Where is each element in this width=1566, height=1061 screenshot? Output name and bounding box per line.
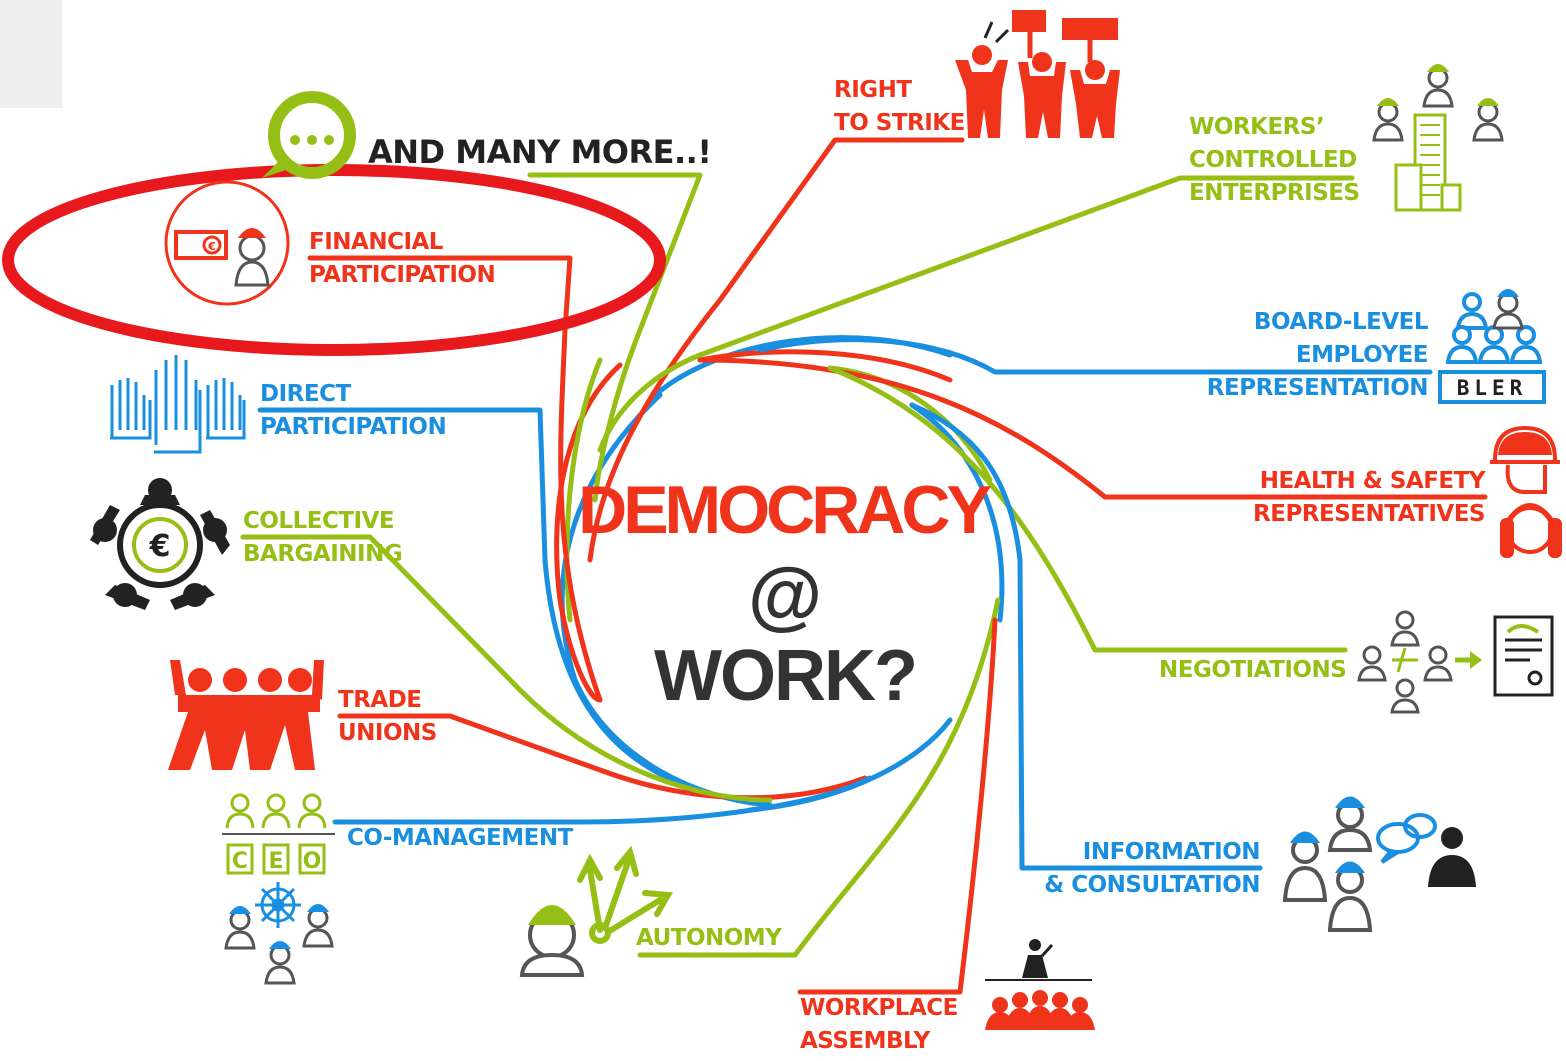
leader-negotiations	[827, 365, 1348, 653]
ceo-letter-o: O	[303, 849, 322, 874]
bler-icon	[1438, 289, 1546, 404]
ceo-board-icon	[222, 793, 335, 875]
leader-financial	[307, 255, 603, 703]
negotiation-icon	[1357, 610, 1482, 714]
money-worker-icon: €	[164, 180, 290, 306]
strikers-icon	[955, 10, 1120, 138]
leader-workplace	[797, 617, 998, 995]
raised-hands-icon	[110, 355, 246, 454]
center-title-work: WORK?	[654, 636, 918, 716]
center-title-at: @	[747, 553, 823, 638]
leader-health	[697, 357, 1488, 500]
ear-cup-right	[1548, 518, 1562, 558]
ceo-letter-c: C	[232, 849, 248, 874]
dots-bubble-icon	[262, 91, 356, 179]
corner-shade	[0, 0, 62, 108]
swirl-red-top	[697, 349, 953, 383]
assembly-icon	[985, 939, 1095, 1030]
leader-comanagement	[332, 775, 873, 825]
swirl-blue-right	[909, 402, 1005, 623]
bler-text: BLER	[1457, 376, 1528, 400]
label-many-more: AND MANY MORE..!	[368, 133, 712, 171]
leader-many-more	[527, 172, 703, 503]
enterprise-workers-icon	[1372, 64, 1504, 212]
businessman-icon	[1428, 827, 1476, 887]
helm-icon	[255, 882, 301, 928]
round-table-icon: €	[90, 478, 230, 610]
hardhat-head-icon	[1490, 425, 1560, 494]
autonomy-arrows-icon	[519, 845, 673, 977]
handshake-icon	[1506, 624, 1540, 634]
certificate-icon	[1493, 615, 1554, 697]
workers-small-icon	[224, 904, 334, 985]
leader-trade	[337, 713, 603, 773]
center-title-democracy: DEMOCRACY	[578, 472, 992, 548]
leader-information	[909, 402, 1263, 871]
svg-text:€: €	[149, 529, 171, 564]
protest-group-icon	[168, 660, 324, 770]
label-autonomy: AUTONOMY	[636, 925, 782, 951]
leader-board	[757, 337, 1433, 375]
leader-collective	[240, 534, 773, 803]
label-co-management: CO-MANAGEMENT	[347, 825, 573, 851]
svg-text:€: €	[207, 240, 216, 253]
ear-cup-left	[1500, 518, 1514, 558]
consultation-icon	[1282, 796, 1373, 932]
label-negotiations: NEGOTIATIONS	[1159, 657, 1347, 683]
ceo-letter-e: E	[268, 849, 283, 874]
leader-strike	[587, 137, 965, 563]
label-information-consultation: INFORMATION& CONSULTATION	[1044, 839, 1260, 898]
speech-bubbles-icon	[1376, 813, 1437, 864]
leader-autonomy	[637, 597, 1001, 958]
leader-direct	[257, 407, 703, 793]
leader-workers	[597, 175, 1355, 453]
ear-protection-icon	[1506, 503, 1554, 554]
